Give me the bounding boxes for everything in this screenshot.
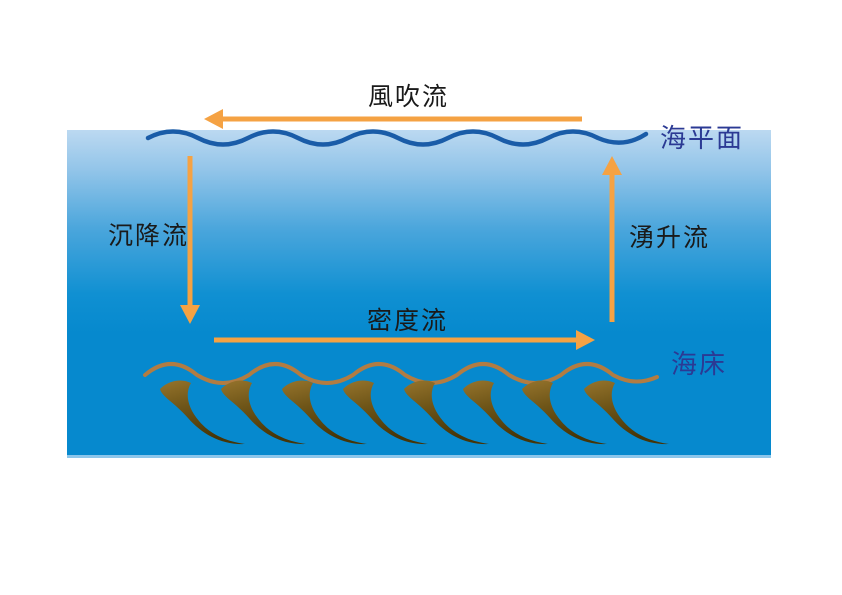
sinking-arrow-head <box>180 305 200 324</box>
wind-arrow-head <box>204 109 223 129</box>
density-current-label: 密度流 <box>367 306 449 335</box>
density-current-arrow <box>214 330 595 350</box>
upwelling-current-label: 湧升流 <box>629 223 711 252</box>
sinking-current-arrow <box>180 156 200 324</box>
wind-current-label: 風吹流 <box>368 82 450 111</box>
sinking-current-label: 沉降流 <box>108 221 190 250</box>
ocean-body <box>67 130 771 458</box>
upwelling-arrow-head <box>602 156 622 175</box>
ocean-bottom-edge <box>67 455 771 458</box>
density-arrow-head <box>576 330 595 350</box>
upwelling-current-arrow <box>602 156 622 322</box>
sea-surface-label: 海平面 <box>660 124 745 154</box>
wind-current-arrow <box>204 109 582 129</box>
sea-surface-wave <box>145 129 649 147</box>
seabed-label: 海床 <box>671 350 728 380</box>
